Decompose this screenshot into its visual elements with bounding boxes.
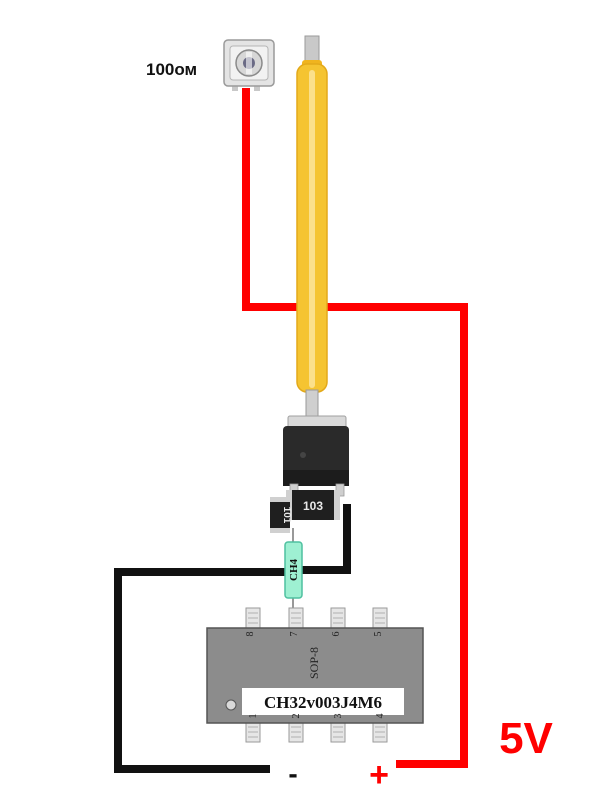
pin-7-label: 7: [289, 632, 300, 637]
resistor-103-label: 103: [303, 499, 323, 513]
pin-6-label: 6: [331, 632, 342, 637]
chip-part-number: CH32v003J4M6: [264, 693, 382, 712]
positive-wire: [242, 88, 468, 768]
pin-5-label: 5: [373, 632, 384, 637]
minus-terminal-label: -: [288, 758, 297, 789]
pin-3-label: 3: [333, 714, 344, 719]
trimmer-label: 100ом: [146, 60, 197, 79]
pin-4-label: 4: [375, 714, 386, 719]
chip-top-pins: [245, 607, 388, 631]
transistor-dpak: [283, 415, 349, 497]
resistor-101: [270, 497, 290, 533]
resistor-101-label: 101: [281, 507, 292, 524]
chip-package-label: SOP-8: [307, 647, 321, 679]
diode-label: CH4: [288, 559, 300, 582]
sop8-chip: [206, 607, 424, 743]
diode-ch4: [284, 528, 303, 612]
pin-1-label: 1: [248, 714, 259, 719]
plus-terminal-label: +: [369, 756, 389, 794]
trimmer-potentiometer: [223, 39, 275, 91]
pin-2-label: 2: [291, 714, 302, 719]
pin-8-label: 8: [245, 632, 256, 637]
voltage-label: 5V: [499, 714, 553, 763]
led-filament-strip: [296, 35, 328, 419]
negative-wire: [114, 504, 351, 773]
